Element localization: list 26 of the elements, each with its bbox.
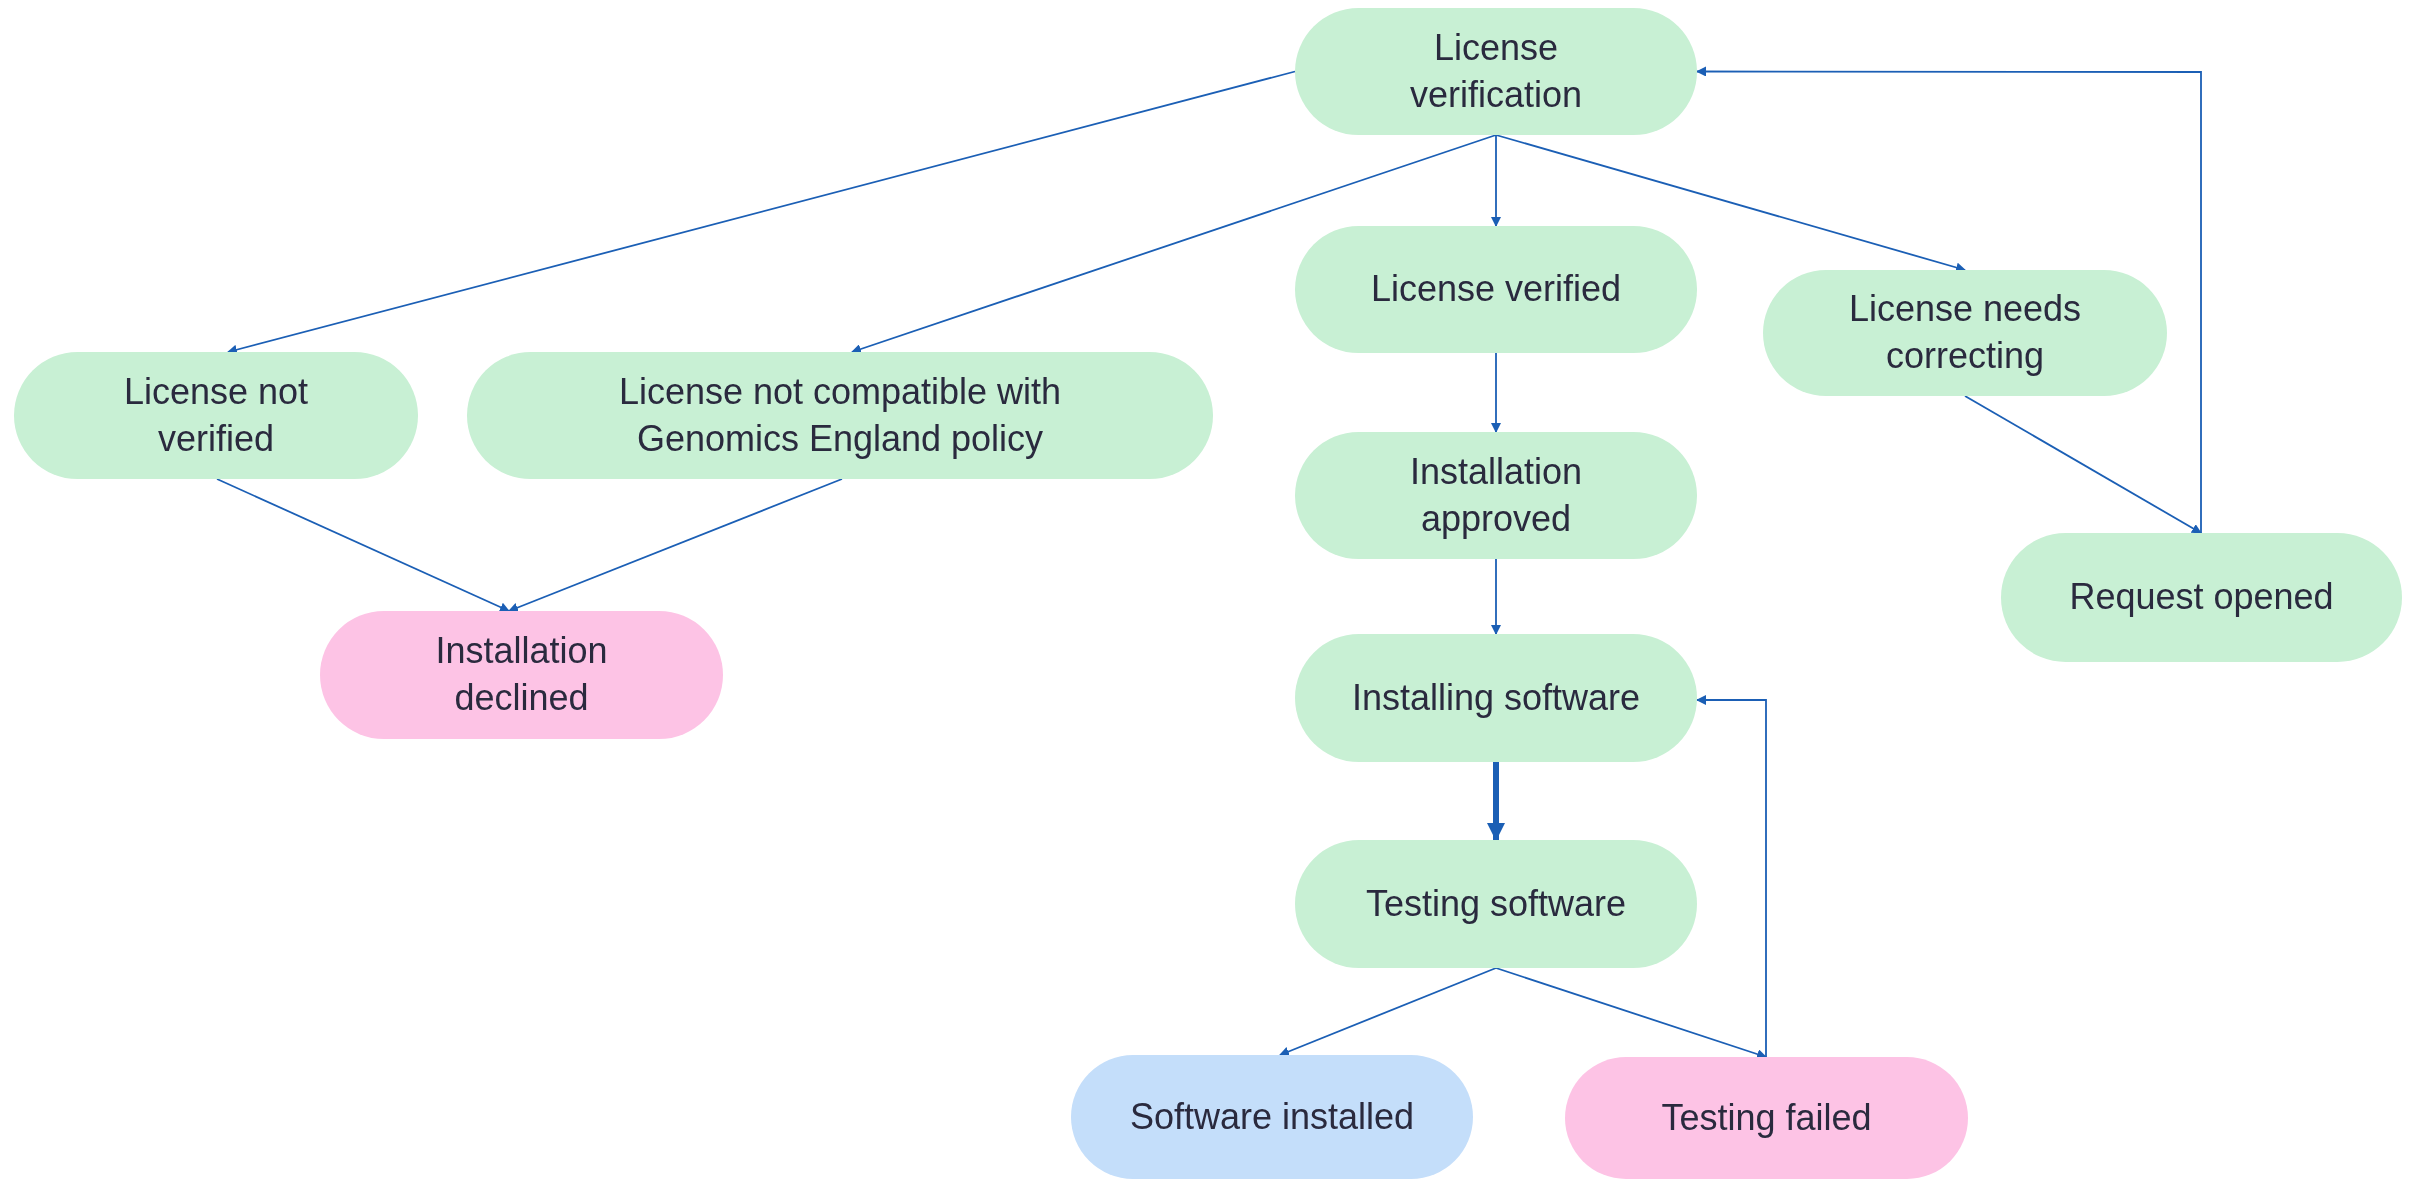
arrow: [851, 134, 1497, 354]
step-label: License needs correcting: [1847, 287, 2083, 378]
arrow: [1495, 967, 1767, 1059]
arrow: [1487, 762, 1505, 841]
step-label: Installation declined: [434, 629, 609, 720]
step-label: Installation approved: [1408, 449, 1584, 541]
step-label: License not verified: [122, 369, 310, 461]
arrow: [1696, 66, 2202, 534]
arrow: [1491, 134, 1501, 227]
arrow: [1491, 558, 1501, 635]
arrow: [1696, 695, 1767, 1058]
arrow: [1279, 967, 1497, 1057]
step-label: License verified: [1370, 267, 1622, 312]
step-label: License verification: [1408, 25, 1584, 117]
step-label: Testing failed: [1661, 1095, 1872, 1140]
step-label: License not compatible with Genomics England policy: [617, 369, 1063, 461]
step-label: Installing software: [1351, 675, 1641, 720]
step-label: Testing software: [1365, 881, 1627, 926]
step-label: Software installed: [1129, 1094, 1415, 1139]
step-label: Request opened: [2069, 575, 2334, 620]
arrow: [227, 70, 1296, 355]
arrow: [1964, 395, 2202, 534]
arrow: [216, 478, 510, 612]
arrow: [508, 478, 843, 613]
arrow: [1495, 134, 1966, 273]
arrow: [1491, 352, 1501, 433]
